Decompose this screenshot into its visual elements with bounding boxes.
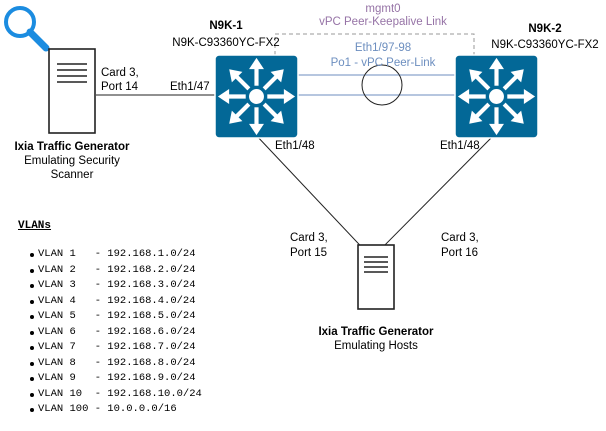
scanner-desc-2: Scanner [50, 169, 94, 181]
keepalive-label-1: mgmt0 [365, 3, 401, 15]
vlan-item: VLAN 8 - 192.168.8.0/24 [30, 356, 202, 372]
peerlink-label-2: Po1 - vPC Peer-Link [330, 57, 436, 69]
uplink-2-port-line-2: Port 16 [441, 247, 479, 259]
vlan-item: VLAN 100 - 10.0.0.0/16 [30, 402, 202, 418]
vlan-item: VLAN 5 - 192.168.5.0/24 [30, 309, 202, 325]
switch-2-model: N9K-C93360YC-FX2 [491, 39, 599, 51]
switch-1-name: N9K-1 [209, 20, 243, 32]
uplink-2-port-line-1: Card 3, [441, 232, 479, 244]
hosts-server-icon [357, 244, 395, 310]
uplink-2-switch-port: Eth1/48 [440, 140, 480, 152]
switch-1-model: N9K-C93360YC-FX2 [172, 37, 280, 49]
vlan-item: VLAN 4 - 192.168.4.0/24 [30, 294, 202, 310]
vlans-title: VLANs [18, 220, 52, 232]
keepalive-label-2: vPC Peer-Keepalive Link [319, 16, 447, 28]
uplink-1-switch-port: Eth1/48 [275, 140, 315, 152]
port-channel-oval [361, 64, 403, 106]
vlan-item: VLAN 1 - 192.168.1.0/24 [30, 247, 202, 263]
peerlink-label-1: Eth1/97-98 [354, 42, 412, 54]
scanner-desc-1: Emulating Security [24, 155, 120, 167]
scanner-port-line-2: Port 14 [101, 81, 139, 93]
uplink-1 [254, 133, 373, 259]
vlan-item: VLAN 6 - 192.168.6.0/24 [30, 325, 202, 341]
peer-link [298, 64, 455, 106]
vlan-item: VLAN 7 - 192.168.7.0/24 [30, 340, 202, 356]
scanner-switch-port: Eth1/47 [170, 81, 210, 93]
keepalive-link [274, 33, 475, 55]
vlan-item: VLAN 9 - 192.168.9.0/24 [30, 371, 202, 387]
magnifier-icon [4, 6, 50, 52]
scanner-server-icon [48, 48, 96, 134]
hosts-title: Ixia Traffic Generator [318, 326, 434, 338]
switch-2-name: N9K-2 [528, 23, 562, 35]
uplink-1-port-line-1: Card 3, [290, 232, 328, 244]
vlan-item: VLAN 3 - 192.168.3.0/24 [30, 278, 202, 294]
vlan-item: VLAN 10 - 192.168.10.0/24 [30, 387, 202, 403]
hosts-desc: Emulating Hosts [334, 340, 418, 352]
switch-1-icon [214, 54, 299, 139]
vlan-item: VLAN 2 - 192.168.2.0/24 [30, 263, 202, 279]
uplink-1-port-line-2: Port 15 [290, 247, 328, 259]
switch-2-icon [454, 54, 539, 139]
uplink-2 [371, 133, 496, 259]
scanner-title: Ixia Traffic Generator [14, 141, 130, 153]
scanner-port-line-1: Card 3, [101, 67, 139, 79]
